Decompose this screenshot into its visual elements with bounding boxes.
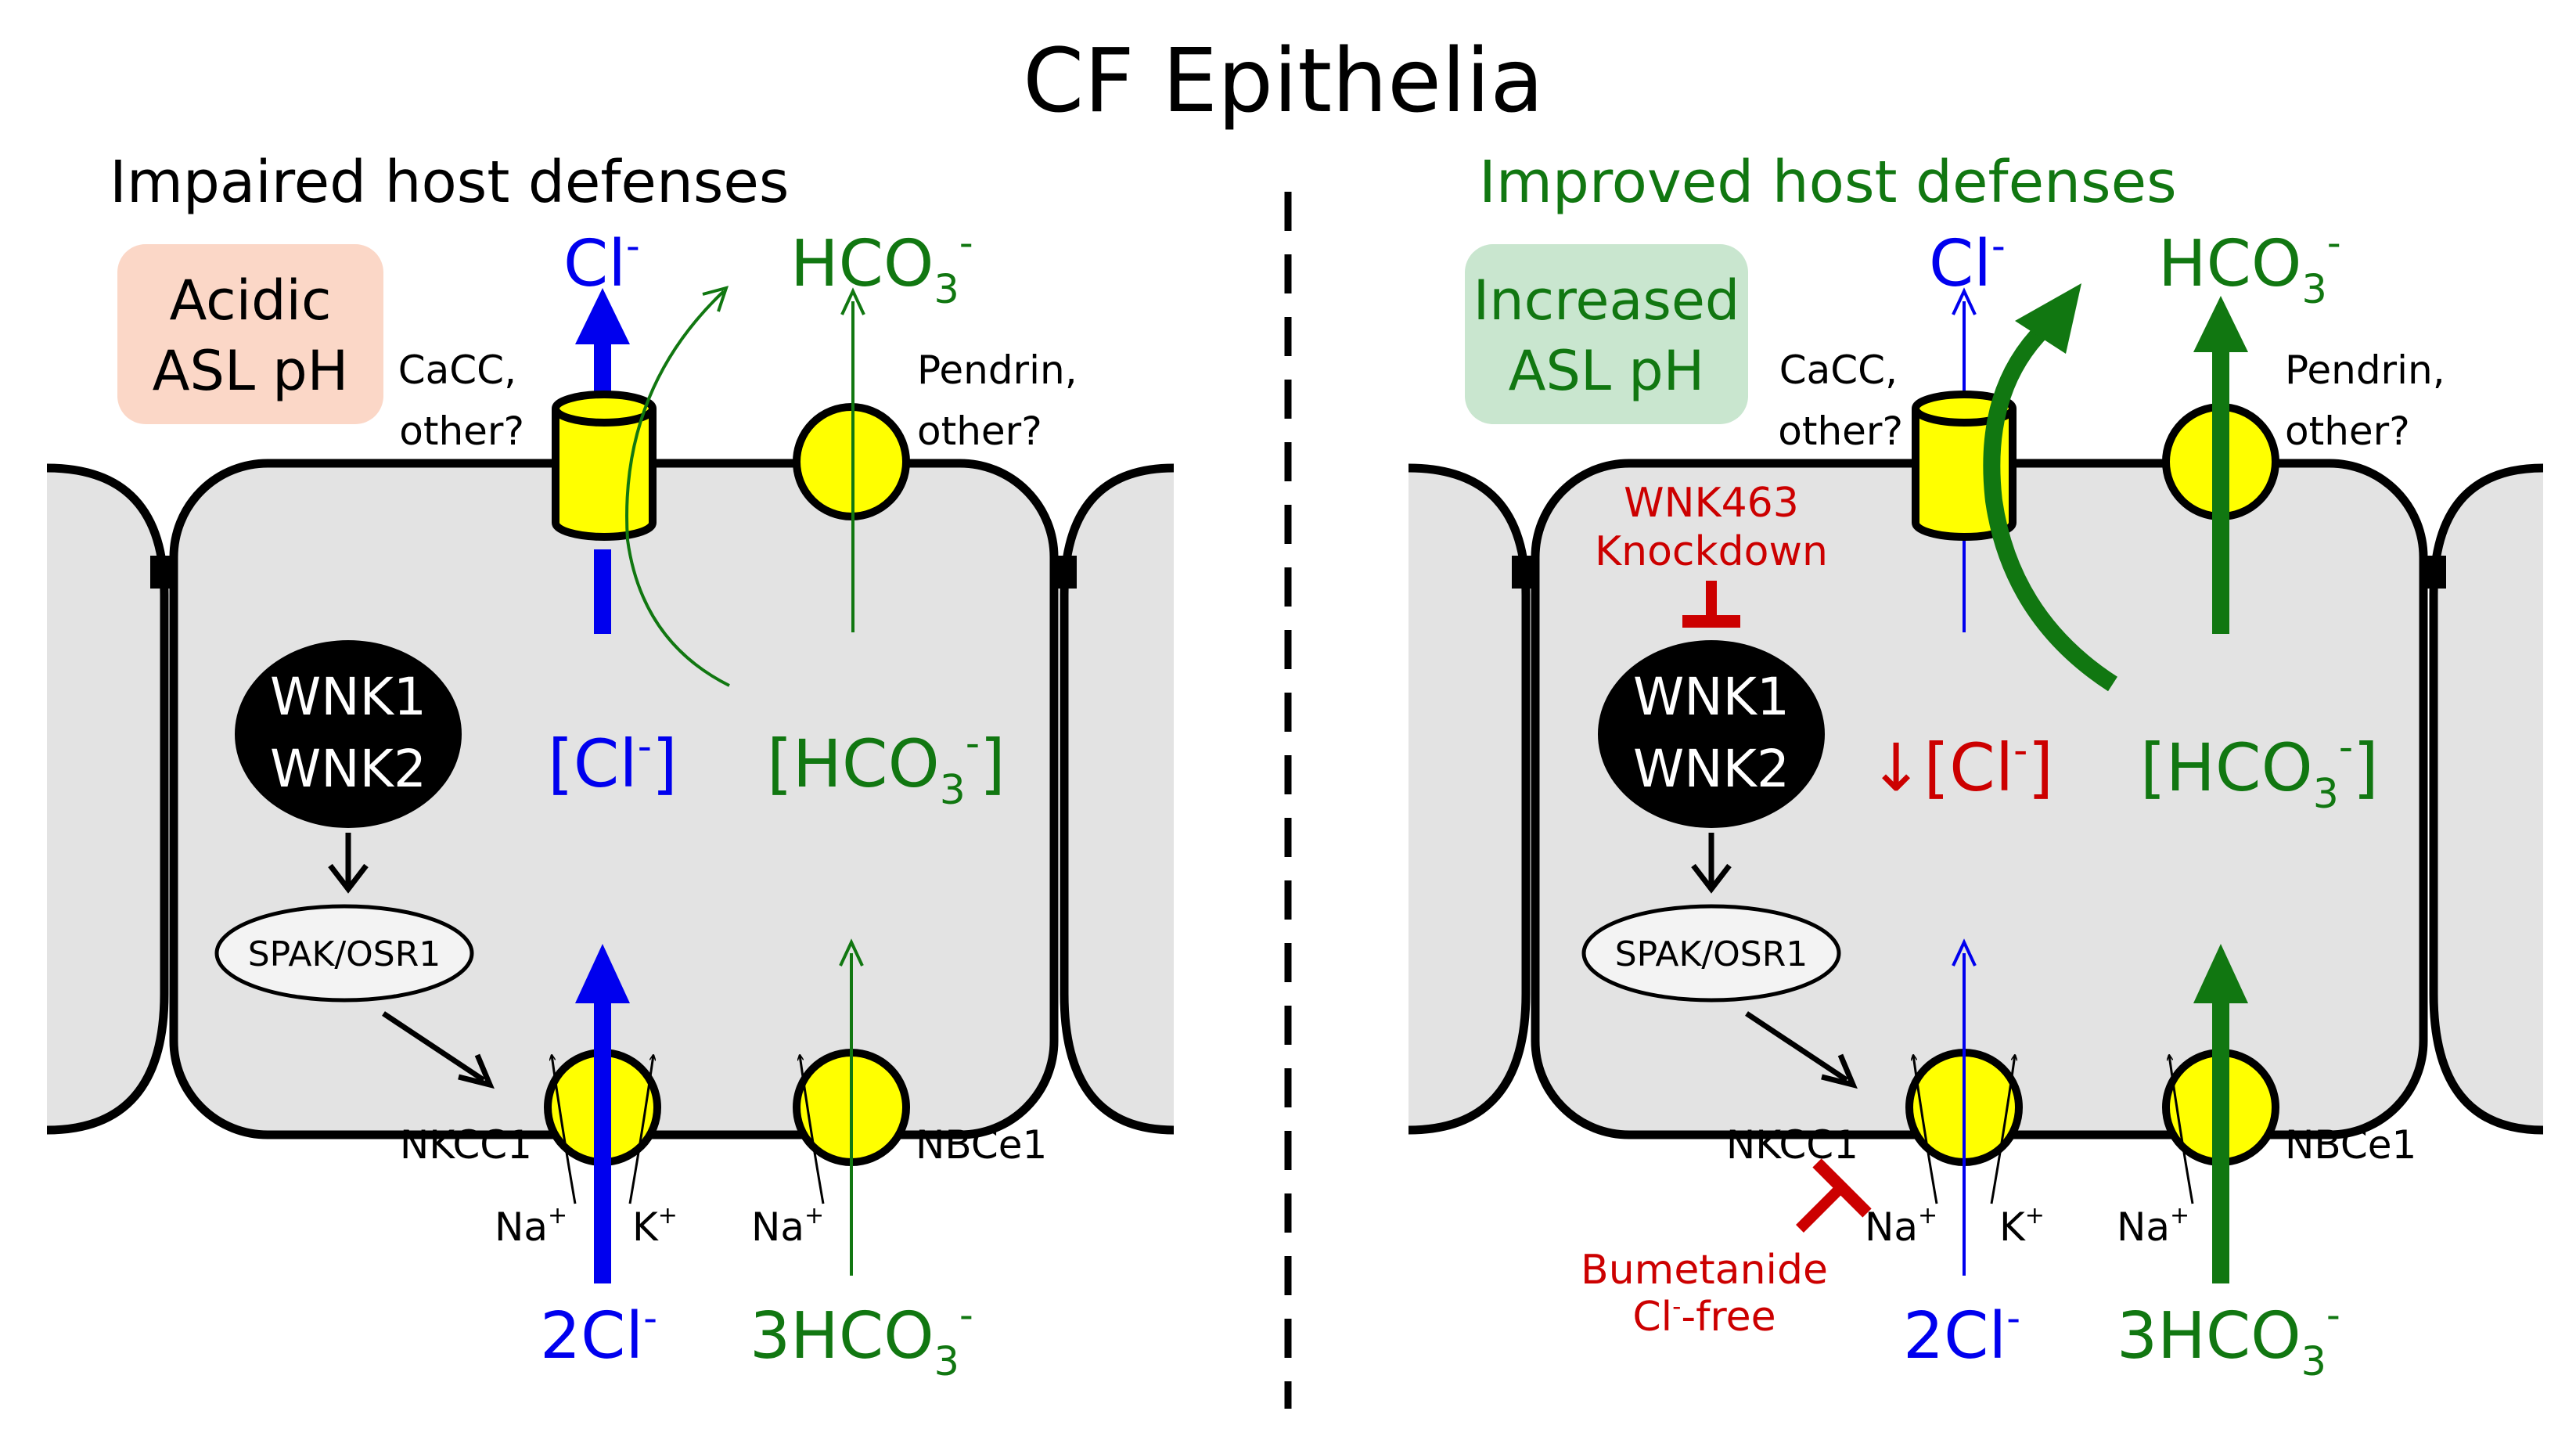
right-heading: Improved host defenses xyxy=(1479,149,2177,216)
left-hco3-apical-arrowhead xyxy=(840,287,865,315)
right-cacc-label-2: other? xyxy=(1778,409,1903,454)
right-cl-apical-label: Cl- xyxy=(1929,223,2006,301)
right-wnk-to-spak-arrowhead xyxy=(1691,863,1732,894)
left-wnk-complex xyxy=(235,640,462,828)
right-cl-intracellular-label: ↓[Cl-] xyxy=(1869,727,2053,806)
left-neighbor-cell-right xyxy=(1060,463,1175,1135)
right-panel: Improved host defenses Increased ASL pH … xyxy=(1408,149,2544,1384)
left-heading: Impaired host defenses xyxy=(110,149,790,216)
left-panel: Impaired host defenses Acidic ASL pH CaC… xyxy=(46,149,1175,1384)
right-nkcc1-label: NKCC1 xyxy=(1726,1122,1858,1168)
right-hco3-apical-label: HCO3- xyxy=(2158,220,2341,312)
left-cl-basal-arrowhead xyxy=(575,944,630,1003)
left-cl-apical-label: Cl- xyxy=(563,223,640,301)
right-spak-label: SPAK/OSR1 xyxy=(1615,934,1808,974)
right-hco3-apical-arrowhead xyxy=(2193,296,2248,352)
right-nkcc1-na-label: Na+ xyxy=(1865,1202,1937,1250)
right-bumetanide-inhibition-bar xyxy=(1812,1158,1872,1218)
right-spak-osr1 xyxy=(1581,904,1841,1003)
right-bumetanide-label: Bumetanide xyxy=(1581,1247,1828,1294)
right-nbce1-label: NBCe1 xyxy=(2285,1122,2416,1168)
right-wnk-complex xyxy=(1598,640,1825,828)
right-cacc-label-1: CaCC, xyxy=(1779,347,1898,393)
right-wnk2-label: WNK2 xyxy=(1633,739,1790,799)
left-cacc-label-1: CaCC, xyxy=(398,347,516,393)
right-ph-badge xyxy=(1465,244,1748,424)
right-bumetanide-inhibition-stem xyxy=(1796,1184,1844,1233)
right-cl-basal-arrowhead xyxy=(1952,938,1977,967)
left-cl-apical-arrowhead xyxy=(575,288,630,344)
left-cl-intracellular-label: [Cl-] xyxy=(548,723,678,802)
left-hco3-basal-arrowhead xyxy=(839,938,864,967)
left-cacc-label-2: other? xyxy=(399,409,524,454)
right-cl-basal-label: 2Cl- xyxy=(1903,1295,2020,1373)
right-hco3-intracellular-label: [HCO3-] xyxy=(2140,724,2379,818)
right-nkcc1-na-curve xyxy=(1913,1055,1938,1204)
left-wnk-to-spak-arrowhead xyxy=(328,863,369,894)
left-hco3-curved-arrow xyxy=(625,290,730,687)
right-spak-to-nkcc1-arrow xyxy=(1745,1011,1848,1082)
right-nbce1-na-curve xyxy=(2169,1055,2194,1204)
left-nbce1-na-curve xyxy=(800,1055,825,1204)
right-spak-to-nkcc1-arrowhead xyxy=(1821,1053,1858,1089)
left-ph-badge xyxy=(117,244,383,424)
left-wnk1-label: WNK1 xyxy=(270,667,426,727)
left-spak-label: SPAK/OSR1 xyxy=(248,934,441,974)
left-cl-basal-label: 2Cl- xyxy=(540,1295,657,1373)
right-nkcc1-k-curve xyxy=(1990,1055,2015,1204)
diagram-title: CF Epithelia xyxy=(1023,31,1544,132)
left-nkcc1-k-label: K+ xyxy=(632,1202,678,1250)
right-neighbor-cell-right xyxy=(2429,463,2544,1135)
right-badge-line2: ASL pH xyxy=(1509,339,1705,403)
left-nbce1-label: NBCe1 xyxy=(916,1122,1047,1168)
right-nkcc1-k-label: K+ xyxy=(1999,1202,2045,1250)
right-hco3-basal-label: 3HCO3- xyxy=(2117,1292,2340,1384)
right-wnk1-label: WNK1 xyxy=(1633,667,1790,727)
left-nbce1-na-label: Na+ xyxy=(751,1202,824,1250)
right-hco3-curved-arrow xyxy=(1983,322,2117,692)
left-hco3-apical-label: HCO3- xyxy=(790,220,973,312)
left-badge-line1: Acidic xyxy=(170,268,332,333)
left-pendrin-label-1: Pendrin, xyxy=(917,347,1078,393)
right-cl-apical-arrowhead xyxy=(1952,287,1977,315)
right-pendrin-label-1: Pendrin, xyxy=(2285,347,2445,393)
right-cl-free-label: Cl--free xyxy=(1632,1293,1775,1341)
right-wnk463-label: WNK463 xyxy=(1624,480,1799,527)
left-cacc-channel xyxy=(552,391,657,541)
left-hco3-basal-label: 3HCO3- xyxy=(750,1292,973,1384)
left-nkcc1-na-curve xyxy=(552,1055,577,1204)
left-nkcc1-label: NKCC1 xyxy=(400,1122,532,1168)
right-neighbor-cell-left xyxy=(1408,463,1531,1135)
left-spak-to-nkcc1-arrowhead xyxy=(458,1053,495,1089)
left-hco3-curved-arrowhead xyxy=(702,286,729,312)
left-neighbor-cell-left xyxy=(46,463,169,1135)
right-badge-line1: Increased xyxy=(1473,268,1740,333)
right-hco3-curved-arrowhead xyxy=(2015,283,2081,354)
left-nkcc1-na-label: Na+ xyxy=(495,1202,567,1250)
right-nbce1-na-label: Na+ xyxy=(2117,1202,2189,1250)
left-pendrin-label-2: other? xyxy=(917,409,1042,454)
left-spak-osr1 xyxy=(214,904,474,1003)
right-pendrin-label-2: other? xyxy=(2285,409,2410,454)
right-hco3-basal-arrowhead xyxy=(2193,944,2248,1003)
left-nkcc1-k-curve xyxy=(628,1055,653,1204)
left-badge-line2: ASL pH xyxy=(153,339,349,403)
left-hco3-intracellular-label: [HCO3-] xyxy=(767,720,1006,814)
left-spak-to-nkcc1-arrow xyxy=(382,1011,485,1082)
left-wnk2-label: WNK2 xyxy=(270,739,426,799)
right-knockdown-label: Knockdown xyxy=(1595,528,1828,575)
